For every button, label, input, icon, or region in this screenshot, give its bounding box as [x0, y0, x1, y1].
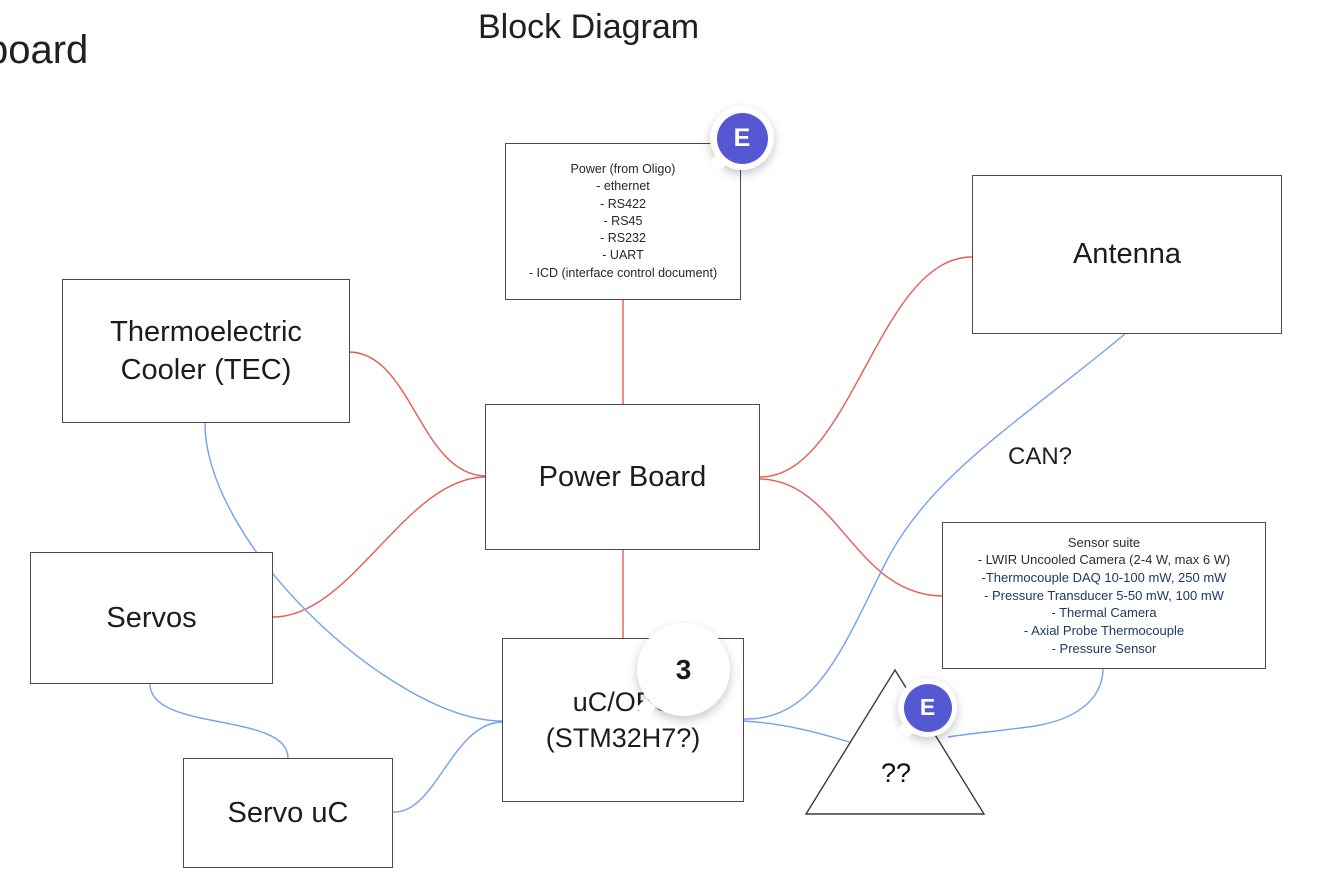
- comment-pin-power-notes[interactable]: E: [710, 106, 774, 170]
- sensor-suite-line: - Axial Probe Thermocouple: [1023, 623, 1185, 638]
- sensor-suite-line: - Pressure Transducer 5-50 mW, 100 mW: [984, 587, 1224, 603]
- power-notes-line: - UART: [602, 248, 644, 263]
- power-board-label: Power Board: [538, 460, 707, 493]
- diagram-title: Block Diagram: [478, 8, 700, 46]
- power-connectors: [272, 256, 973, 638]
- cropped-board-title-text: board: [0, 28, 89, 72]
- servos-label: Servos: [106, 601, 197, 634]
- tec-label-line1: Thermoelectric: [110, 315, 302, 348]
- node-tec[interactable]: Thermoelectric Cooler (TEC): [62, 279, 350, 423]
- antenna-label: Antenna: [1072, 238, 1182, 271]
- connector-tec-powerboard[interactable]: [349, 351, 486, 477]
- power-notes-line: - RS45: [603, 213, 643, 228]
- comment-thread-pin-uc-obc[interactable]: 3: [637, 623, 730, 716]
- connector-sensorsuite-triangle[interactable]: [947, 667, 1104, 738]
- node-power-board[interactable]: Power Board: [485, 404, 760, 550]
- connector-servos-powerboard[interactable]: [272, 476, 486, 618]
- servo-uc-label: Servo uC: [227, 796, 349, 829]
- connector-powerboard-sensorsuite[interactable]: [759, 478, 943, 597]
- connector-servouc-ucobc[interactable]: [392, 721, 503, 813]
- comment-author-avatar: E: [716, 112, 768, 164]
- connector-ucobc-antenna-can[interactable]: [743, 333, 1126, 720]
- power-notes-line: Power (from Oligo): [570, 162, 676, 177]
- connector-powerboard-antenna[interactable]: [759, 256, 973, 478]
- connector-ucobc-triangle[interactable]: [743, 720, 854, 744]
- connector-tec-ucobc[interactable]: [204, 422, 503, 722]
- sensor-suite-line: - Pressure Sensor: [1051, 640, 1157, 656]
- node-power-notes[interactable]: Power (from Oligo) - ethernet - RS422 - …: [505, 143, 741, 300]
- sensor-suite-line: -Thermocouple DAQ 10-100 mW, 250 mW: [981, 569, 1227, 585]
- data-connectors: [149, 333, 1126, 813]
- sensor-suite-title: Sensor suite: [1067, 534, 1141, 550]
- comment-pin-triangle[interactable]: E: [898, 678, 957, 737]
- comment-author-avatar: E: [903, 683, 952, 732]
- node-servos[interactable]: Servos: [30, 552, 273, 684]
- uc-obc-label-line2: (STM32H7?): [545, 723, 701, 753]
- sensor-suite-line: - LWIR Uncooled Camera (2-4 W, max 6 W): [977, 552, 1231, 568]
- power-notes-line: - RS232: [600, 231, 646, 246]
- tec-label-line2: Cooler (TEC): [120, 354, 292, 386]
- unknown-triangle-shape[interactable]: [804, 668, 986, 815]
- unknown-triangle-label: ??: [880, 758, 912, 788]
- can-connection-label[interactable]: CAN?: [1008, 443, 1073, 470]
- power-notes-line: - RS422: [600, 196, 646, 211]
- sensor-suite-line: - Thermal Camera: [1051, 605, 1157, 621]
- node-sensor-suite[interactable]: Sensor suite - LWIR Uncooled Camera (2-4…: [942, 522, 1266, 669]
- power-notes-line: - ethernet: [596, 179, 650, 194]
- connector-servos-servouc[interactable]: [149, 683, 289, 759]
- power-notes-line: - ICD (interface control document): [528, 265, 718, 280]
- comment-count-label: 3: [675, 653, 692, 685]
- node-antenna[interactable]: Antenna: [972, 175, 1282, 334]
- node-servo-uc[interactable]: Servo uC: [183, 758, 393, 868]
